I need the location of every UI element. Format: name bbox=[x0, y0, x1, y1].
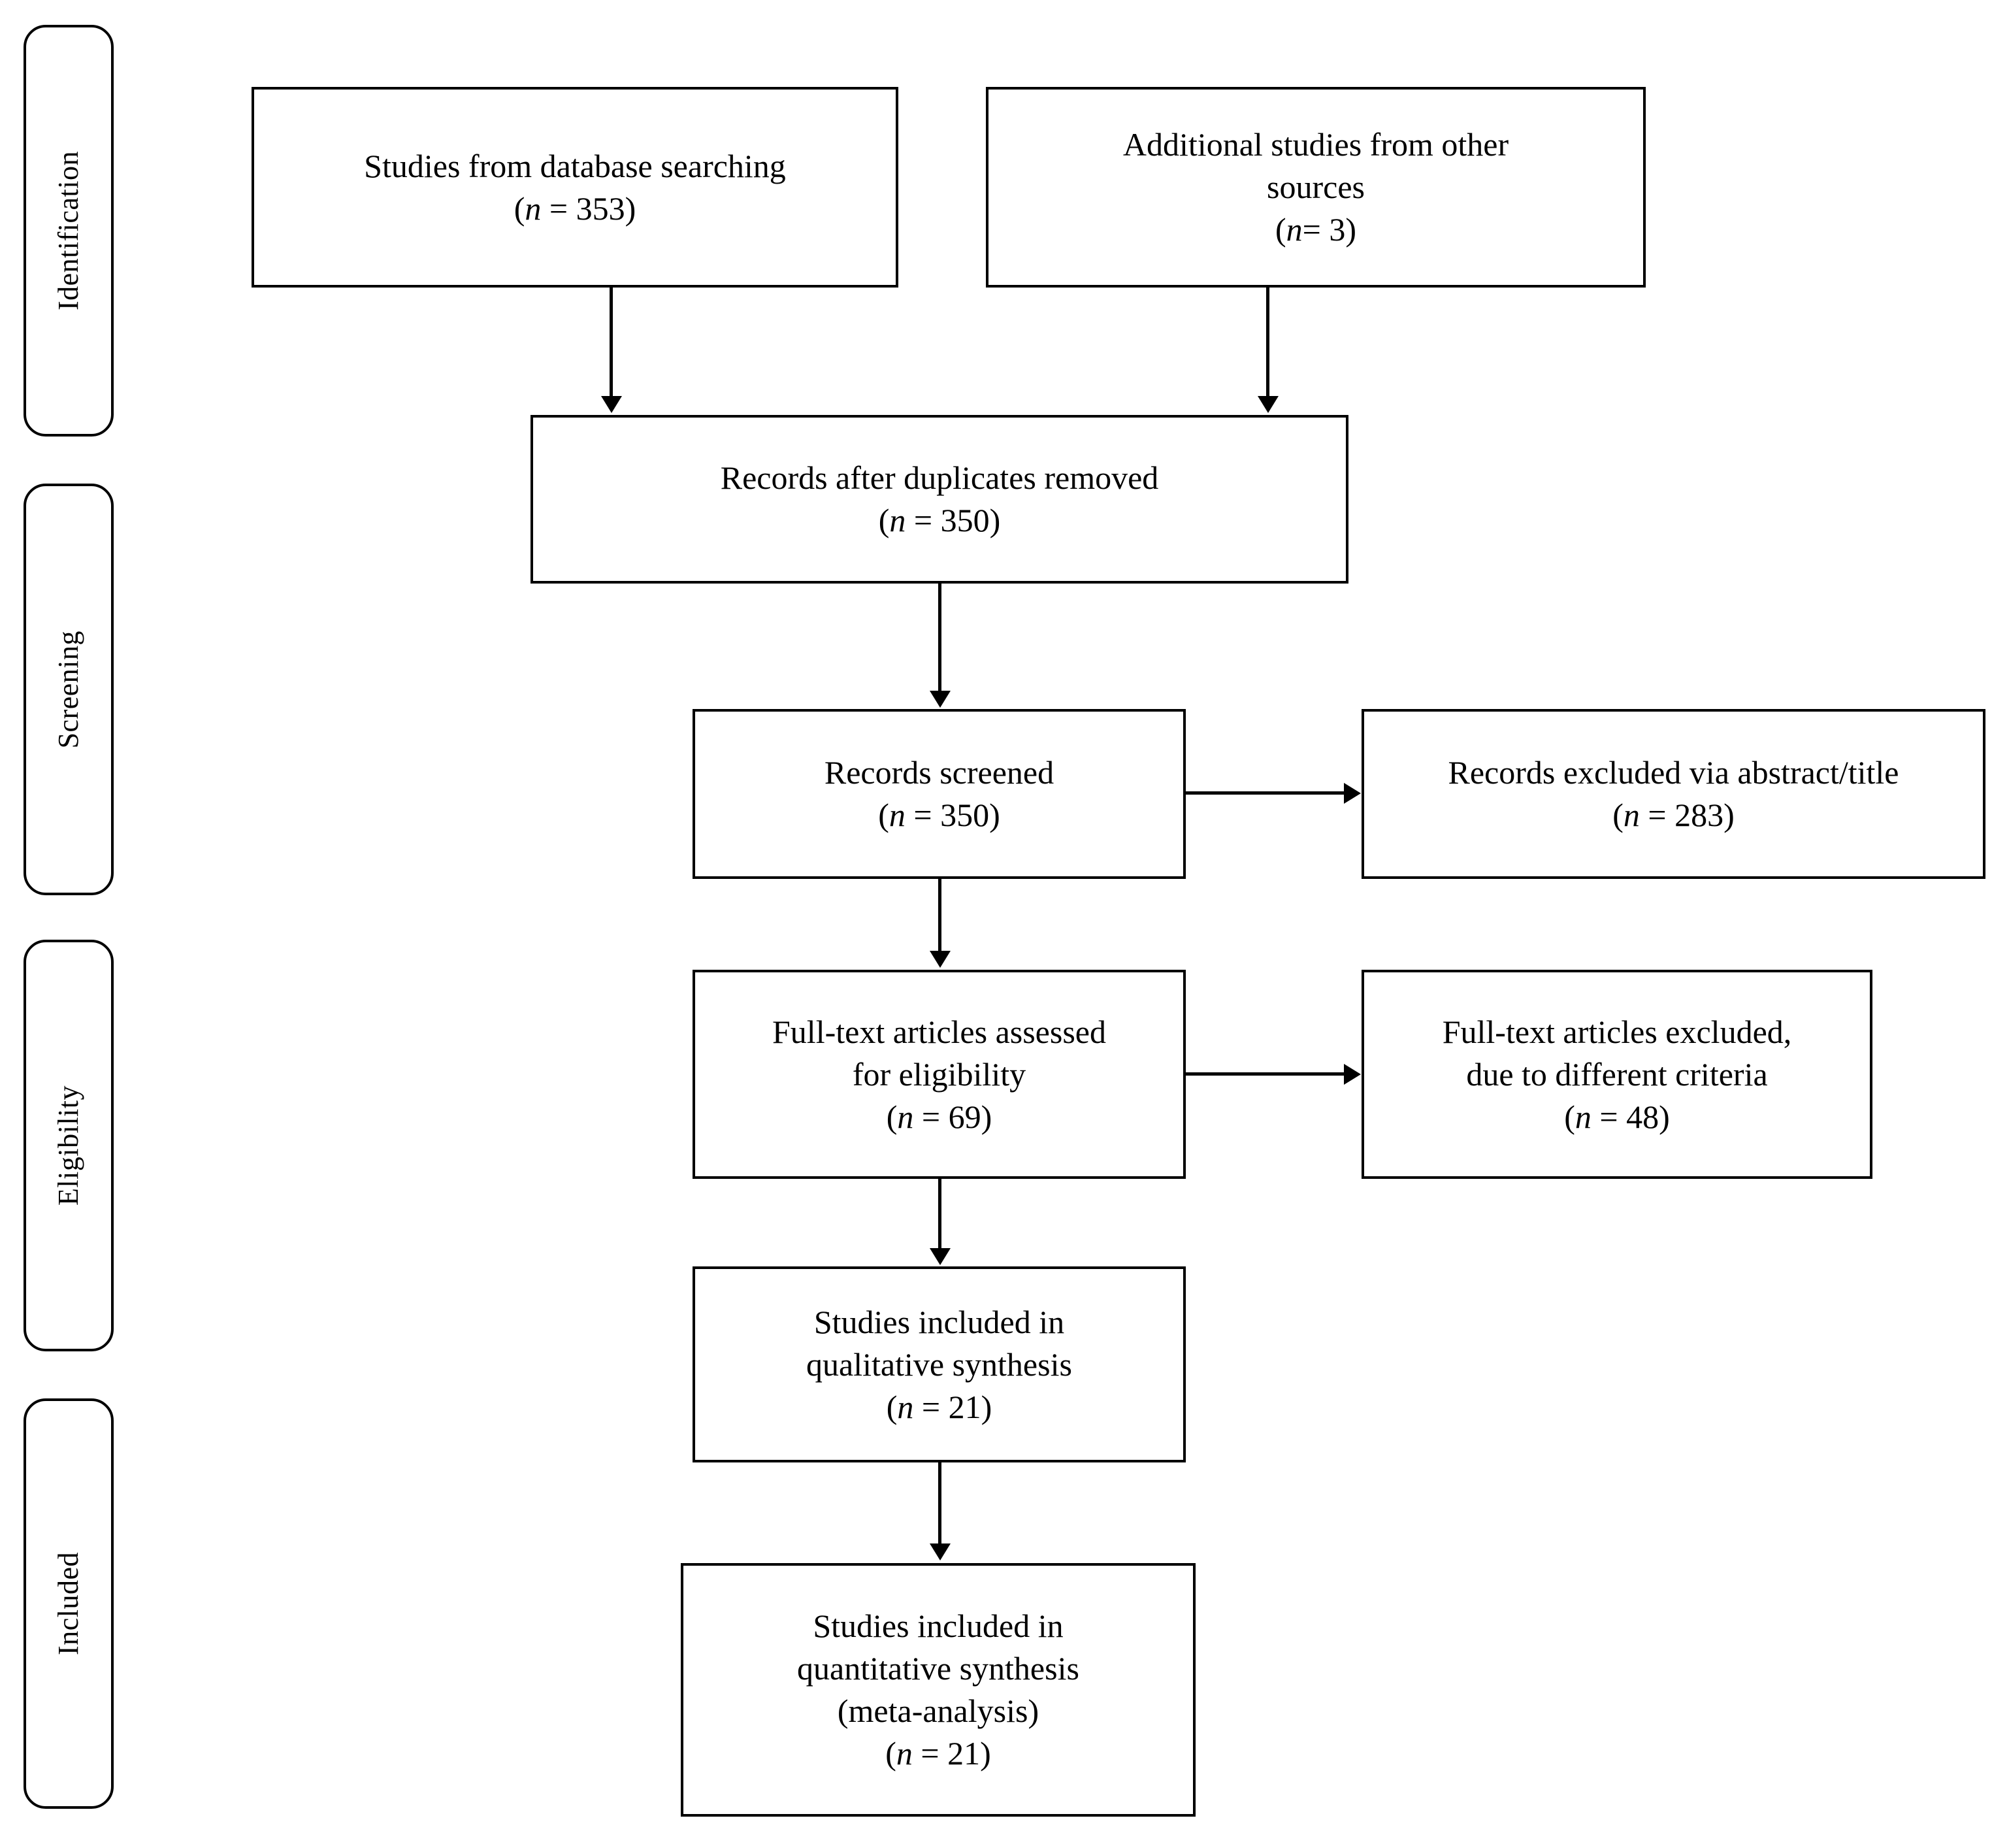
box-records-screened: Records screened (n = 350) bbox=[693, 709, 1186, 879]
arrow-screened-to-fulltext bbox=[938, 879, 941, 952]
box-qualitative-synthesis: Studies included in qualitative synthesi… bbox=[693, 1266, 1186, 1462]
arrow-fulltext-to-qualitative bbox=[938, 1179, 941, 1249]
box-line: (meta-analysis) bbox=[837, 1692, 1039, 1729]
box-line: Full-text articles excluded, bbox=[1442, 1013, 1792, 1050]
box-count: (n = 353) bbox=[514, 190, 636, 227]
stage-label-identification: Identification bbox=[52, 150, 84, 310]
box-quantitative-synthesis: Studies included in quantitative synthes… bbox=[681, 1563, 1196, 1817]
stage-pill-identification: Identification bbox=[24, 25, 114, 437]
box-line: due to different criteria bbox=[1466, 1055, 1768, 1093]
box-duplicates-removed: Records after duplicates removed (n = 35… bbox=[531, 415, 1348, 584]
box-line: Studies from database searching bbox=[364, 147, 786, 184]
box-fulltext-excluded: Full-text articles excluded, due to diff… bbox=[1362, 970, 1872, 1179]
box-count: (n = 48) bbox=[1564, 1098, 1670, 1135]
stage-pill-screening: Screening bbox=[24, 484, 114, 895]
box-line: for eligibility bbox=[852, 1055, 1026, 1093]
box-records-excluded: Records excluded via abstract/title (n =… bbox=[1362, 709, 1985, 879]
arrow-other-to-duplicates bbox=[1266, 288, 1269, 397]
stage-label-eligibility: Eligibility bbox=[52, 1085, 84, 1206]
box-line: quantitative synthesis bbox=[797, 1650, 1079, 1687]
box-line: qualitative synthesis bbox=[806, 1345, 1072, 1383]
box-line: sources bbox=[1267, 169, 1365, 205]
box-count: (n = 69) bbox=[886, 1098, 992, 1135]
arrow-screened-to-excluded bbox=[1186, 791, 1345, 795]
box-line: Studies included in bbox=[813, 1608, 1064, 1644]
stage-label-included: Included bbox=[52, 1552, 84, 1655]
box-count: (n= 3) bbox=[1275, 211, 1356, 248]
box-line: Additional studies from other bbox=[1122, 126, 1509, 163]
box-count: (n = 350) bbox=[878, 502, 1001, 538]
box-other-sources: Additional studies from other sources (n… bbox=[986, 87, 1646, 288]
box-line: Records screened bbox=[824, 754, 1054, 791]
box-line: Records excluded via abstract/title bbox=[1448, 754, 1899, 791]
arrow-duplicates-to-screened bbox=[938, 584, 941, 692]
arrow-db-to-duplicates bbox=[610, 288, 613, 397]
box-line: Records after duplicates removed bbox=[720, 459, 1159, 496]
box-line: Full-text articles assessed bbox=[772, 1013, 1106, 1050]
box-fulltext-assessed: Full-text articles assessed for eligibil… bbox=[693, 970, 1186, 1179]
box-count: (n = 283) bbox=[1612, 797, 1735, 833]
stage-pill-eligibility: Eligibility bbox=[24, 940, 114, 1351]
box-line: Studies included in bbox=[813, 1303, 1065, 1340]
arrow-qualitative-to-quantitative bbox=[938, 1462, 941, 1545]
box-count: (n = 21) bbox=[886, 1388, 992, 1425]
box-count: (n = 350) bbox=[878, 797, 1000, 833]
box-database-searching: Studies from database searching (n = 353… bbox=[252, 87, 898, 288]
arrow-fulltext-to-excluded bbox=[1186, 1072, 1345, 1076]
box-count: (n = 21) bbox=[885, 1735, 991, 1772]
stage-pill-included: Included bbox=[24, 1398, 114, 1809]
stage-label-screening: Screening bbox=[52, 630, 84, 749]
